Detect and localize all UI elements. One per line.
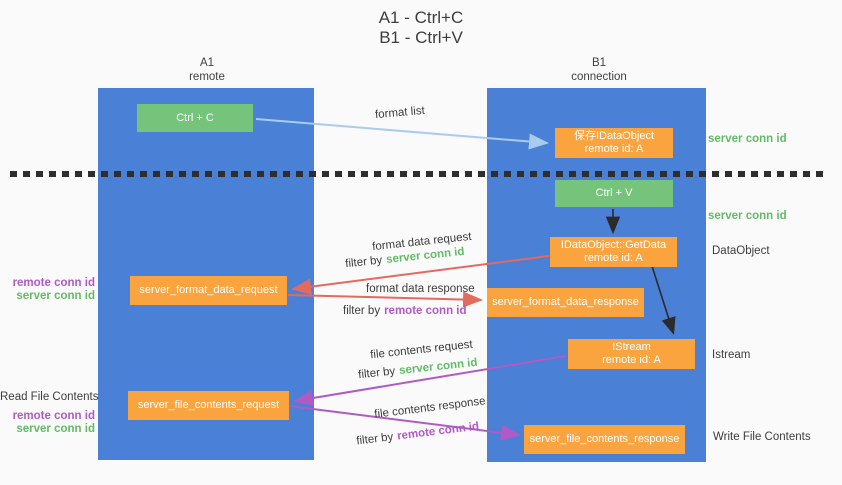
diagram-title-line2: B1 - Ctrl+V [379,28,463,47]
getdata-line2: remote id: A [584,252,643,264]
label-server-conn-id-left-top: server conn id [16,290,95,302]
left-conn-id-stack-top: remote conn id server conn id [0,277,95,303]
server-format-data-request-label: server_format_data_request [139,284,278,296]
label-remote-conn-id-left-bottom: remote conn id [12,410,95,422]
label-file-contents-response: file contents response [373,395,487,421]
getdata-node: IDataObject::GetData remote id: A [550,237,677,267]
server-format-data-response-node: server_format_data_response [487,288,644,317]
column-b1-sub: connection [571,71,627,83]
dotted-separator [10,171,823,177]
label-format-list: format list [374,104,426,122]
server-file-contents-response-label: server_file_contents_response [529,433,680,445]
save-dataobject-line1: 保存IDataObject [573,130,655,142]
label-server-conn-id-top: server conn id [708,133,787,145]
label-server-conn-id-mid: server conn id [708,210,787,222]
arrow-format-data-response [287,291,483,308]
save-dataobject-line2: remote id: A [584,143,644,155]
server-file-contents-response-node: server_file_contents_response [524,425,685,454]
column-a1-name: A1 [199,57,215,69]
istream-line2: remote id: A [602,354,661,366]
ctrl-c-label: Ctrl + C [176,111,214,124]
column-header-b1: B1 connection [549,56,649,84]
label-server-conn-id-left-bottom: server conn id [16,423,95,435]
diagram-title: A1 - Ctrl+C B1 - Ctrl+V [0,8,842,48]
save-dataobject-node: 保存IDataObject remote id: A [555,128,673,158]
label-istream: Istream [712,349,751,361]
ctrl-v-label: Ctrl + V [595,187,633,199]
label-dataobject: DataObject [712,245,770,257]
ctrl-v-node: Ctrl + V [555,180,673,207]
filter-by-text-1: filter by [344,254,383,271]
label-read-file-contents-wrap: Read File Contents [0,391,99,404]
server-format-data-request-node: server_format_data_request [130,276,287,305]
getdata-line1: IDataObject::GetData [560,239,667,251]
server-conn-id-text-2: server conn id [398,356,479,377]
istream-node: IStream remote id: A [568,339,695,369]
left-conn-id-stack-bottom: remote conn id server conn id [0,410,95,436]
remote-conn-id-text-1: remote conn id [384,305,467,317]
column-a1-sub: remote [189,71,225,83]
label-remote-conn-id-left-top: remote conn id [12,277,95,289]
column-b1-name: B1 [591,57,607,69]
column-header-a1: A1 remote [157,56,257,84]
filter-by-text-3: filter by [357,365,396,382]
filter-by-text-2: filter by [343,305,381,317]
server-file-contents-request-label: server_file_contents_request [137,399,280,411]
label-format-data-response: format data response [366,283,475,295]
label-read-file-contents: Read File Contents [0,391,99,403]
remote-conn-id-text-2: remote conn id [396,420,480,443]
filter-by-text-4: filter by [355,431,394,448]
istream-line1: IStream [612,341,651,353]
server-file-contents-request-node: server_file_contents_request [128,391,289,420]
ctrl-c-node: Ctrl + C [137,104,253,132]
server-format-data-response-label: server_format_data_response [492,296,639,308]
diagram-title-line1: A1 - Ctrl+C [378,8,464,27]
label-write-file-contents: Write File Contents [713,431,811,443]
